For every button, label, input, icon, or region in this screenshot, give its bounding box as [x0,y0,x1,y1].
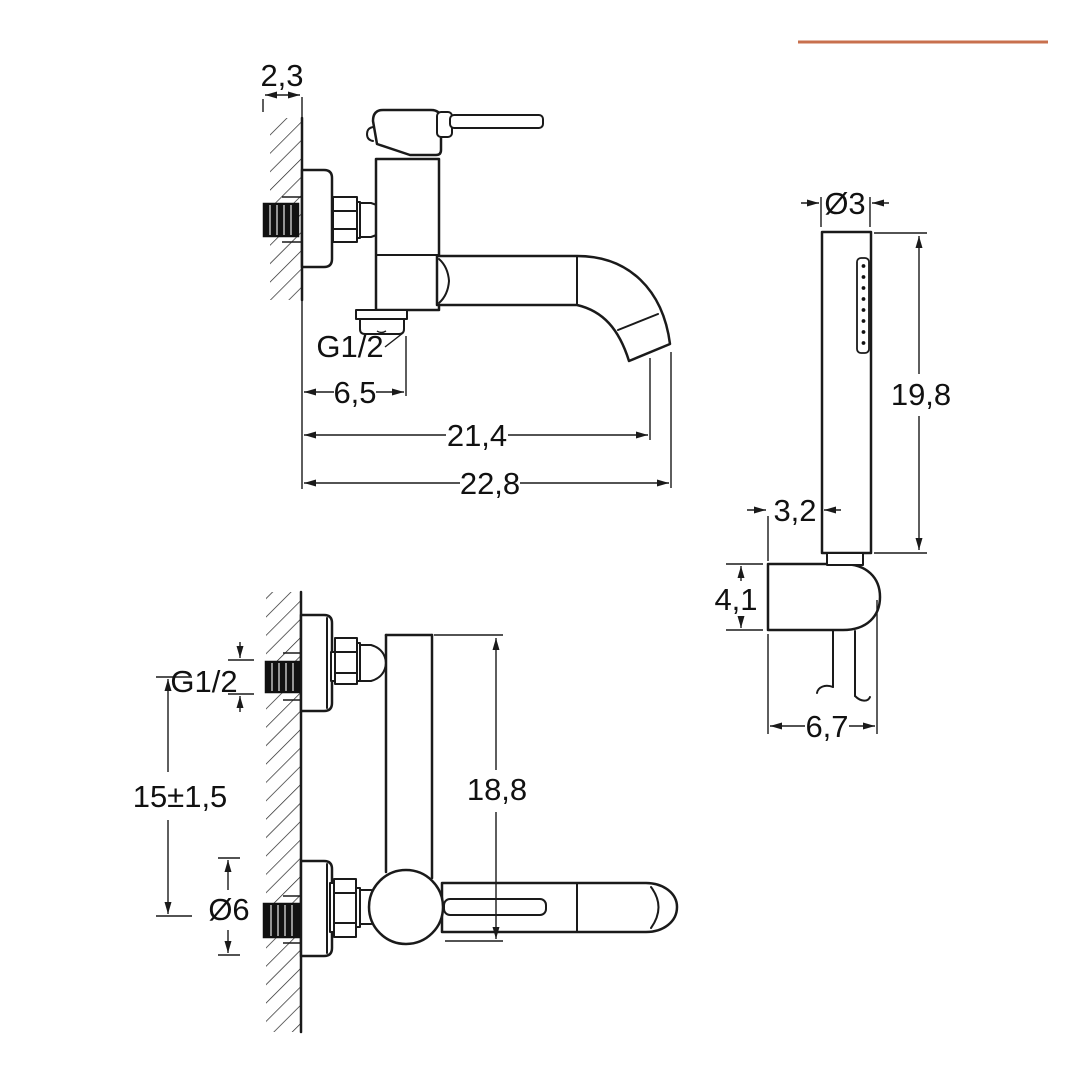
cartridge-cap [371,108,443,157]
dim-label-bracket-height: 4,1 [714,582,757,617]
dim-label-wand-length: 19,8 [891,377,951,412]
leader-line [384,332,404,348]
dim-thread: G1/2 [170,642,254,712]
wall-flange [299,859,334,958]
dim-height: 18,8 [434,634,527,942]
dim-offset: 3,2 [747,493,841,561]
lower-connection [262,859,386,958]
dim-bracket-height: 4,1 [714,563,763,631]
dim-outlet-offset: 6,5 [304,375,404,410]
shower-outlet [355,309,408,335]
mixer-body-side [366,108,544,312]
dim-label-total-depth: 22,8 [460,466,520,501]
dim-axis-distance: 15±1,5 [133,676,228,917]
pivot-pin [366,126,374,142]
threaded-connector [262,902,301,939]
front-view: 18,8 15±1,5 Ø6 G1/2 [133,590,679,1034]
dim-bracket-width: 6,7 [767,600,878,744]
dim-head-diameter: Ø3 [801,186,889,227]
nozzle-strip [856,257,870,354]
spout [435,254,672,363]
wall-flange [299,613,334,713]
dim-label-height: 18,8 [467,772,527,807]
wall-flange [300,168,334,269]
dim-label-flange-diameter: Ø6 [208,892,249,927]
dim-label-spout-reach: 21,4 [447,418,507,453]
shower-wand [820,230,873,555]
mixer-body-front [367,633,679,946]
dim-label-outlet-offset: 6,5 [333,375,376,410]
side-thread-label: G1/2 [316,329,383,364]
shower-hose [816,630,871,702]
upper-connection [264,613,387,713]
hand-shower-view: Ø3 19,8 3,2 4,1 [714,186,951,744]
union-nut [332,196,387,243]
dim-label-bracket-width: 6,7 [805,709,848,744]
nozzle-dots [861,264,866,345]
wall-hatch [266,592,301,1032]
lever-slot [443,898,547,916]
threaded-connector [264,660,301,694]
dim-label-head-diameter: Ø3 [824,186,865,221]
body-column [374,157,441,312]
lever-rod [449,114,544,129]
extension-lines-side [262,97,672,489]
side-view: G1/2 2,3 6,5 21,4 [260,58,672,501]
dim-label-axis-distance: 15±1,5 [133,779,228,814]
dim-total-depth: 22,8 [304,466,669,501]
wall-bracket [766,562,882,632]
dim-label-offset: 3,2 [773,493,816,528]
union-nut [334,637,358,685]
dim-spout-reach: 21,4 [304,418,648,453]
lever-handle [440,881,679,934]
dim-flange-diameter: Ø6 [208,857,250,956]
dim-wall-thickness: 2,3 [260,58,304,99]
threaded-connector [262,202,300,238]
front-thread-label: G1/2 [170,664,237,699]
wand-neck [826,552,864,566]
union-nut [333,878,357,938]
cartridge-dome [367,868,445,946]
dim-wand-length: 19,8 [874,232,951,554]
dim-label-wall-thickness: 2,3 [260,58,303,93]
